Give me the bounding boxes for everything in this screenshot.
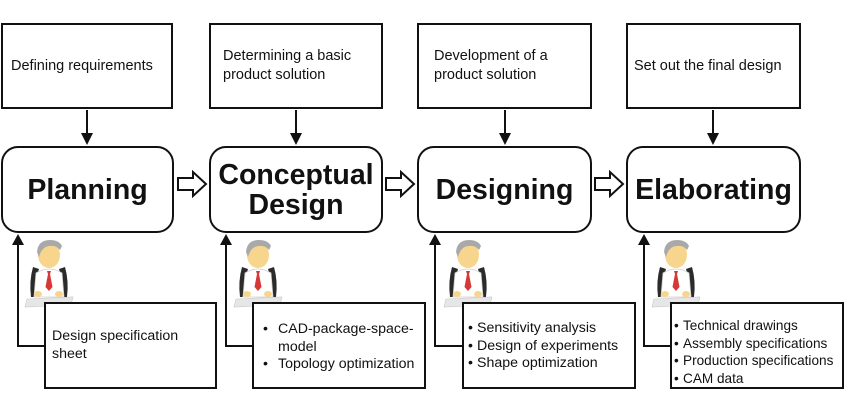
output-list: Sensitivity analysis Design of experimen…: [468, 320, 634, 373]
stage-title: Elaborating: [635, 173, 792, 206]
stage-conceptual-design: Conceptual Design: [209, 146, 383, 233]
output-item: Design of experiments: [468, 338, 634, 356]
down-arrow-icon: [81, 110, 93, 145]
task-box-conceptual-design: Determining a basic product solution: [209, 23, 383, 109]
down-arrow-icon: [290, 110, 302, 145]
stage-planning: Planning: [1, 146, 174, 233]
task-text: Development of a product solution: [434, 48, 548, 83]
up-arrow-icon: [638, 234, 670, 347]
up-arrow-icon: [220, 234, 252, 347]
task-box-planning: Defining requirements: [1, 23, 173, 109]
output-item: Assembly specifications: [674, 335, 842, 353]
output-box-conceptual-design: CAD-package-space- model Topology optimi…: [252, 302, 426, 389]
up-arrow-icon: [429, 234, 462, 347]
output-item: Technical drawings: [674, 317, 842, 335]
down-arrow-icon: [499, 110, 511, 145]
hollow-right-arrow-icon: [385, 171, 415, 197]
stage-title: Planning: [27, 173, 148, 206]
up-arrow-icon: [12, 234, 44, 347]
output-item: Production specifications: [674, 352, 842, 370]
output-item: Topology optimization: [258, 356, 424, 374]
output-item: CAD-package-space- model: [258, 321, 424, 356]
task-box-elaborating: Set out the final design: [626, 23, 801, 109]
stage-elaborating: Elaborating: [626, 146, 801, 233]
output-box-elaborating: Technical drawings Assembly specificatio…: [670, 302, 844, 389]
output-box-designing: Sensitivity analysis Design of experimen…: [462, 302, 636, 389]
engineer-at-keyboard-icon: [443, 239, 493, 308]
engineer-at-keyboard-icon: [233, 239, 283, 308]
stage-designing: Designing: [417, 146, 592, 233]
output-box-planning: Design specification sheet: [44, 302, 217, 389]
stage-title: Designing: [435, 173, 574, 206]
engineer-at-keyboard-icon: [651, 239, 701, 308]
output-item: Shape optimization: [468, 355, 634, 373]
task-text: Determining a basic product solution: [223, 48, 352, 83]
output-item: CAM data: [674, 370, 842, 388]
output-list: Technical drawings Assembly specificatio…: [674, 317, 842, 387]
output-item: Sensitivity analysis: [468, 320, 634, 338]
output-text: Design specification sheet: [52, 328, 179, 362]
stage-title: Conceptual Design: [218, 158, 374, 221]
down-arrow-icon: [707, 110, 719, 145]
hollow-right-arrow-icon: [594, 171, 624, 197]
task-text: Defining requirements: [11, 57, 153, 74]
output-list: CAD-package-space- model Topology optimi…: [258, 321, 424, 374]
task-box-designing: Development of a product solution: [417, 23, 592, 109]
engineer-at-keyboard-icon: [24, 239, 74, 308]
task-text: Set out the final design: [634, 57, 782, 74]
hollow-right-arrow-icon: [177, 171, 207, 197]
